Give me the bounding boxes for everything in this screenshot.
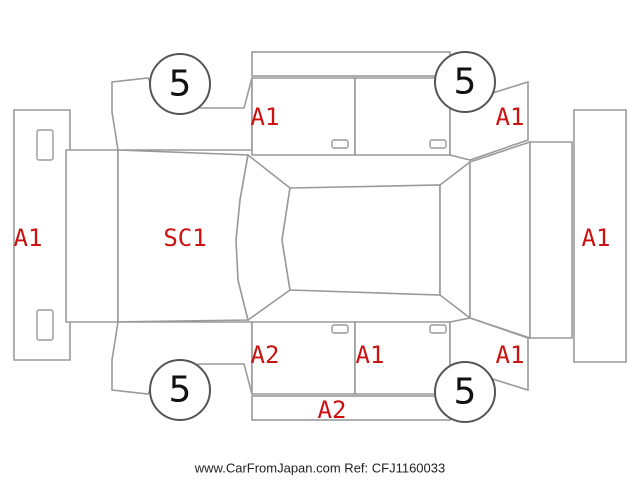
tire-front-left: 5 <box>149 53 211 115</box>
fog-lamp-lower <box>36 309 54 341</box>
damage-rear-bumper: A1 <box>582 224 611 252</box>
damage-rocker-panel: A2 <box>318 396 347 424</box>
front-bumper <box>13 109 71 361</box>
left-roof-rail <box>251 51 451 77</box>
tailgate <box>469 140 531 340</box>
tire-front-left-value: 5 <box>169 64 192 105</box>
tire-front-right-value: 5 <box>169 370 192 411</box>
damage-left-rear-fender: A1 <box>496 103 525 131</box>
rear-window <box>439 160 471 320</box>
damage-right-rear-fender: A1 <box>496 341 525 369</box>
damage-right-door: A1 <box>356 341 385 369</box>
fog-lamp-upper <box>36 129 54 161</box>
roof <box>281 184 441 296</box>
tire-rear-left-value: 5 <box>454 62 477 103</box>
left-rear-handle <box>429 139 447 149</box>
damage-front-bumper: A1 <box>14 224 43 252</box>
tire-rear-right-value: 5 <box>454 372 477 413</box>
right-front-handle <box>331 324 349 334</box>
damage-right-front: A2 <box>251 341 280 369</box>
right-rear-handle <box>429 324 447 334</box>
damage-hood: SC1 <box>163 224 206 252</box>
tire-rear-left: 5 <box>434 51 496 113</box>
tire-rear-right: 5 <box>434 361 496 423</box>
right-rocker-panel <box>251 395 451 421</box>
damage-left-door: A1 <box>251 103 280 131</box>
rear-lamp-housing <box>529 141 573 339</box>
left-front-handle <box>331 139 349 149</box>
footer-credit: www.CarFromJapan.com Ref: CFJ1160033 <box>194 461 445 476</box>
tire-front-right: 5 <box>149 359 211 421</box>
front-end <box>65 149 119 323</box>
rear-bumper <box>573 109 627 363</box>
